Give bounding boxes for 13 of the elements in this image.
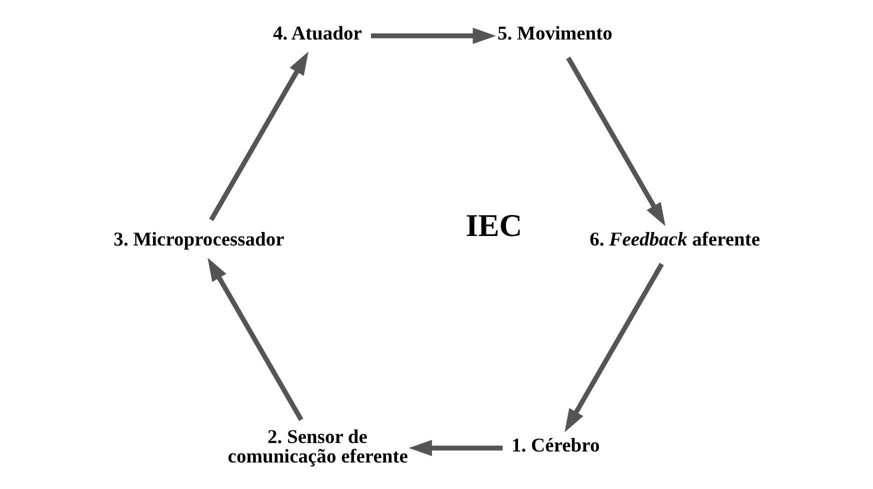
label: IEC — [466, 208, 522, 243]
arrow — [208, 257, 304, 421]
arrow — [408, 439, 503, 456]
arrow — [209, 51, 308, 221]
node-text: 5. Movimento — [498, 22, 612, 44]
node-text: 6. Feedback aferente — [590, 228, 760, 250]
node-text: 1. Cérebro — [512, 434, 600, 456]
node-text: 4. Atuador — [272, 22, 362, 44]
arrow — [564, 262, 664, 432]
node-text: 2. Sensor de comunicação eferente — [228, 426, 408, 467]
arrow — [370, 27, 496, 44]
arrow — [566, 56, 666, 226]
node-text: 3. Microprocessador — [114, 228, 284, 250]
